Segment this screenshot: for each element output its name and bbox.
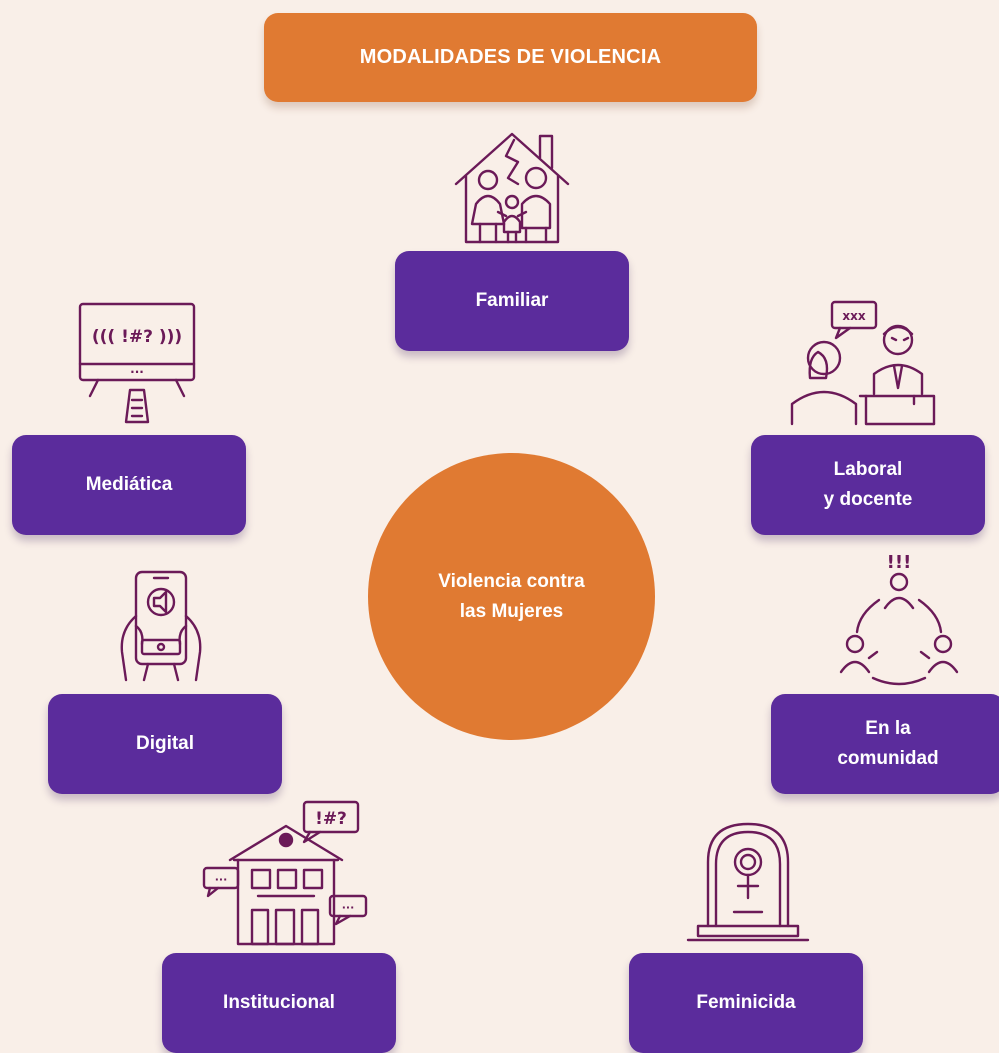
smartphone-icon bbox=[108, 570, 214, 682]
mediatica-label: Mediática bbox=[85, 474, 173, 495]
institution-building-icon: !#? ··· ··· bbox=[200, 800, 370, 946]
comunidad-line-2: comunidad bbox=[837, 748, 939, 769]
bubble-dots-right: ··· bbox=[342, 901, 355, 914]
modality-digital: Digital bbox=[48, 694, 282, 794]
digital-label: Digital bbox=[135, 733, 195, 754]
diagram-title: MODALIDADES DE VIOLENCIA bbox=[264, 13, 757, 102]
community-icon: !!! bbox=[833, 548, 965, 688]
feminicida-label: Feminicida bbox=[696, 992, 796, 1013]
modality-familiar: Familiar bbox=[395, 251, 629, 351]
institucional-label: Institucional bbox=[223, 992, 335, 1013]
modality-mediatica: Mediática bbox=[12, 435, 246, 535]
modality-comunidad: En la comunidad bbox=[771, 694, 999, 794]
center-node: Violencia contra las Mujeres bbox=[368, 453, 655, 740]
television-icon: ((( !#? ))) ··· bbox=[76, 300, 198, 426]
tv-dots: ··· bbox=[130, 365, 144, 379]
modality-institucional: Institucional bbox=[162, 953, 396, 1053]
svg-text:xxx: xxx bbox=[842, 309, 865, 323]
svg-text:!!!: !!! bbox=[887, 552, 912, 573]
laboral-line-1: Laboral bbox=[833, 459, 903, 480]
tv-screen-text: ((( !#? ))) bbox=[92, 327, 182, 347]
laboral-line-2: y docente bbox=[823, 489, 913, 510]
center-line-1: Violencia contra bbox=[438, 570, 585, 592]
institution-bubble-text: !#? bbox=[315, 809, 347, 829]
family-house-icon bbox=[452, 128, 572, 244]
title-text: MODALIDADES DE VIOLENCIA bbox=[359, 46, 662, 68]
workplace-harassment-icon: xxx bbox=[788, 298, 938, 428]
familiar-label: Familiar bbox=[475, 290, 549, 311]
modality-feminicida: Feminicida bbox=[629, 953, 863, 1053]
modality-laboral: Laboral y docente bbox=[751, 435, 985, 535]
tombstone-icon bbox=[686, 818, 810, 942]
center-line-2: las Mujeres bbox=[459, 600, 564, 622]
bubble-dots-left: ··· bbox=[215, 873, 228, 886]
comunidad-line-1: En la bbox=[865, 718, 911, 739]
